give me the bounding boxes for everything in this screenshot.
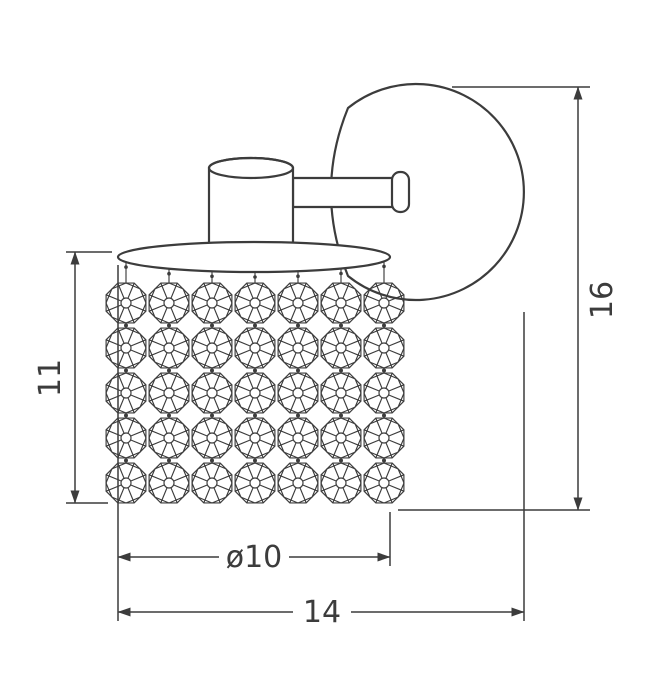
- crystal-bead: [320, 372, 362, 414]
- crystal-bead: [148, 372, 190, 414]
- crystal-bead: [191, 282, 233, 324]
- dimension-total-height: 16: [398, 86, 620, 511]
- crystal-bead: [191, 327, 233, 369]
- crystal-bead: [148, 417, 190, 459]
- crystal-bead: [105, 372, 147, 414]
- crystal-bead: [320, 417, 362, 459]
- crystal-bead: [277, 282, 319, 324]
- mounting-arm: [291, 170, 411, 214]
- crystal-bead: [148, 462, 190, 504]
- crystal-bead: [363, 327, 405, 369]
- lamp-holder: [207, 156, 295, 252]
- crystal-bead: [363, 282, 405, 324]
- crystal-bead: [234, 462, 276, 504]
- crystal-shade-beads: [105, 261, 405, 504]
- crystal-bead: [320, 462, 362, 504]
- crystal-bead: [234, 372, 276, 414]
- crystal-bead: [363, 372, 405, 414]
- crystal-bead: [148, 327, 190, 369]
- crystal-bead: [191, 417, 233, 459]
- label-mask: [219, 541, 289, 571]
- arm-cap: [390, 170, 411, 214]
- crystal-bead: [320, 327, 362, 369]
- crystal-bead: [105, 327, 147, 369]
- crystal-bead: [105, 462, 147, 504]
- dim-label-total-height: 16: [585, 281, 620, 319]
- dim-label-total-width: 14: [303, 595, 341, 630]
- arm-tube: [291, 176, 398, 209]
- dimension-shade-height: 11: [33, 251, 112, 504]
- crystal-bead: [363, 417, 405, 459]
- crystal-bead: [105, 417, 147, 459]
- dimension-shade-diameter: ø10: [117, 265, 391, 621]
- crystal-bead: [320, 282, 362, 324]
- shade-top-plate: [116, 240, 392, 274]
- holder-top-rim: [207, 156, 295, 180]
- crystal-bead: [234, 327, 276, 369]
- crystal-bead: [148, 282, 190, 324]
- dimension-total-width: 14: [117, 312, 525, 630]
- crystal-bead: [191, 372, 233, 414]
- dim-label-shade-diameter: ø10: [226, 540, 283, 575]
- holder-body: [207, 156, 295, 252]
- label-mask: [293, 596, 351, 626]
- crystal-bead: [363, 462, 405, 504]
- crystal-bead: [277, 372, 319, 414]
- crystal-bead: [234, 282, 276, 324]
- dim-label-shade-height: 11: [33, 359, 68, 397]
- crystal-bead: [277, 462, 319, 504]
- crystal-bead: [277, 417, 319, 459]
- crystal-bead: [234, 417, 276, 459]
- crystal-bead: [191, 462, 233, 504]
- crystal-bead: [105, 282, 147, 324]
- crystal-bead: [277, 327, 319, 369]
